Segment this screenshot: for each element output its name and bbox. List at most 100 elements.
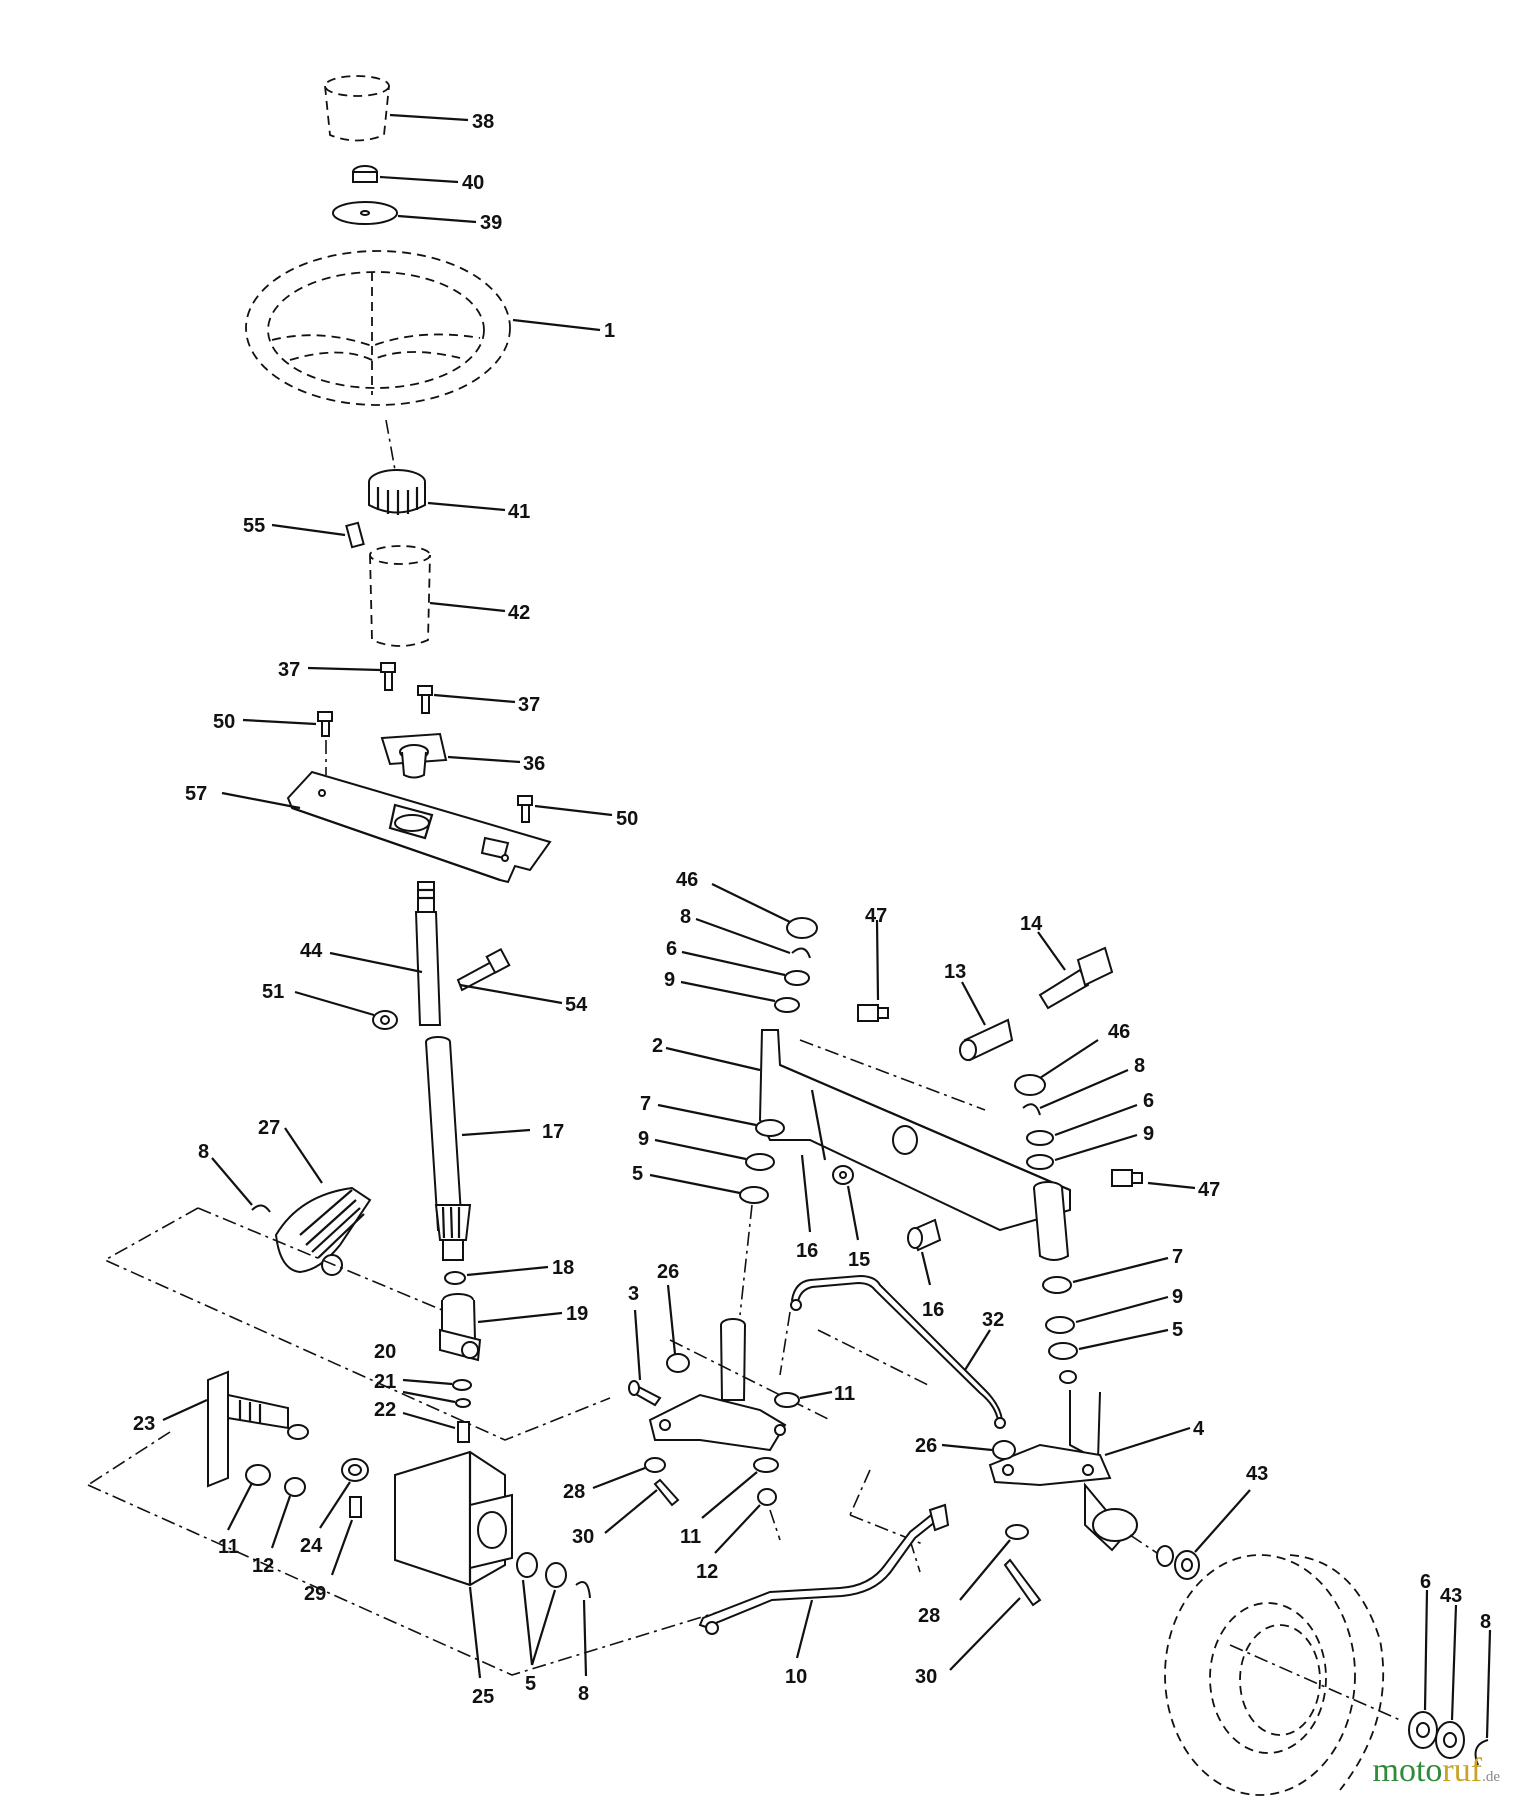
- callout-6c: 6: [1420, 1571, 1431, 1593]
- callout-37b: 37: [518, 694, 540, 716]
- leader-41: [427, 501, 506, 512]
- leader-2: [665, 1046, 761, 1072]
- leader-10: [795, 1599, 814, 1659]
- part-steering-mounting-plate: [286, 770, 552, 884]
- leader-50a: [242, 718, 317, 726]
- callout-17: 17: [542, 1121, 564, 1143]
- callout-4: 4: [1193, 1418, 1205, 1440]
- callout-30b: 30: [915, 1666, 937, 1688]
- leader-8c: [211, 1157, 253, 1206]
- callout-36: 36: [523, 753, 545, 775]
- callout-9d: 9: [1172, 1286, 1183, 1308]
- leader-11a: [799, 1390, 833, 1400]
- callout-9c: 9: [638, 1128, 649, 1150]
- part-washer-11-lower: [753, 1457, 779, 1473]
- leader-30b: [949, 1597, 1021, 1671]
- leader-54: [459, 983, 563, 1005]
- callout-10: 10: [785, 1666, 807, 1688]
- leader-28b: [959, 1539, 1011, 1601]
- part-washer-5-left-b: [545, 1562, 567, 1588]
- part-left-spindle: [648, 1318, 787, 1452]
- part-cap-46-right: [1014, 1074, 1046, 1096]
- part-nut-26-left: [666, 1353, 690, 1373]
- callout-8b: 8: [1134, 1055, 1145, 1077]
- part-cotter-30-right: [1003, 1558, 1042, 1607]
- callout-18: 18: [552, 1257, 574, 1279]
- leader-6a: [681, 950, 786, 977]
- callout-11b: 11: [680, 1526, 701, 1548]
- leader-37b: [433, 693, 516, 704]
- leader-5c-b: [530, 1589, 557, 1666]
- leader-20: [402, 1378, 453, 1386]
- part-tie-rod: [790, 1274, 1006, 1429]
- part-cap-46-left: [786, 917, 818, 939]
- callout-2: 2: [652, 1035, 663, 1057]
- leader-43b: [1450, 1604, 1458, 1721]
- leader-47b: [1147, 1181, 1196, 1190]
- part-drag-link: [698, 1503, 950, 1635]
- part-washer-7-left: [755, 1119, 785, 1137]
- leader-39: [397, 214, 477, 224]
- part-steering-shaft: [425, 1036, 472, 1261]
- part-washer-20: [452, 1379, 472, 1391]
- leader-26b: [941, 1443, 993, 1452]
- part-bolt-29: [349, 1496, 362, 1518]
- callout-20: 20: [374, 1341, 396, 1363]
- callout-22: 22: [374, 1399, 396, 1421]
- leader-26a: [666, 1284, 677, 1355]
- leader-46b: [1039, 1039, 1099, 1079]
- part-steering-wheel-cap: [324, 75, 390, 142]
- callout-1: 1: [604, 320, 615, 342]
- logo-letter: r: [1442, 1752, 1454, 1789]
- part-bolt-22: [457, 1421, 470, 1443]
- leader-4: [1104, 1426, 1191, 1457]
- part-bushing-16: [907, 1218, 942, 1252]
- leader-9a: [680, 980, 776, 1003]
- callout-26b: 26: [915, 1435, 937, 1457]
- leader-29: [330, 1519, 354, 1576]
- callout-51: 51: [262, 981, 284, 1003]
- part-washer-18: [444, 1271, 466, 1285]
- part-hex-nut-40: [352, 165, 378, 183]
- leader-16a: [800, 1154, 812, 1233]
- leader-9c: [654, 1138, 747, 1161]
- callout-40: 40: [462, 172, 484, 194]
- callout-43b: 43: [1440, 1585, 1462, 1607]
- part-upper-shaft: [414, 881, 442, 1026]
- leader-3: [633, 1309, 642, 1381]
- leader-24: [319, 1481, 351, 1529]
- part-sleeve-cover: [369, 545, 431, 647]
- leader-21: [402, 1390, 456, 1404]
- part-washer-5-right: [1048, 1342, 1078, 1360]
- leader-27: [284, 1127, 323, 1184]
- logo-letter: m: [1372, 1752, 1399, 1789]
- part-bearing-flange: [380, 732, 448, 779]
- callout-9b: 9: [1143, 1123, 1154, 1145]
- leader-38: [389, 113, 469, 122]
- leader-8b: [1039, 1068, 1129, 1110]
- callout-26a: 26: [657, 1261, 679, 1283]
- leader-32: [964, 1329, 991, 1371]
- part-sector-gear: [274, 1186, 372, 1276]
- callout-14: 14: [1020, 913, 1043, 935]
- leader-7b: [1072, 1256, 1169, 1284]
- callout-41: 41: [508, 501, 530, 523]
- part-washer-7-right: [1042, 1276, 1072, 1294]
- part-right-spindle: [988, 1390, 1138, 1552]
- leader-11c: [227, 1482, 253, 1531]
- callout-55: 55: [243, 515, 265, 537]
- part-nut-15: [832, 1165, 854, 1185]
- part-steering-wheel: [245, 250, 511, 406]
- leader-9d: [1075, 1295, 1169, 1324]
- part-nut-51: [372, 1010, 398, 1030]
- part-clip-8-upper-left: [791, 947, 811, 959]
- callout-42: 42: [508, 602, 530, 624]
- callout-30a: 30: [572, 1526, 594, 1548]
- part-washer-28-right: [1005, 1524, 1029, 1540]
- callout-24: 24: [300, 1535, 323, 1557]
- callout-5b: 5: [1172, 1319, 1183, 1341]
- part-steering-bracket: [394, 1450, 513, 1587]
- callout-43a: 43: [1246, 1463, 1268, 1485]
- leader-57: [221, 791, 301, 810]
- callout-6a: 6: [666, 938, 677, 960]
